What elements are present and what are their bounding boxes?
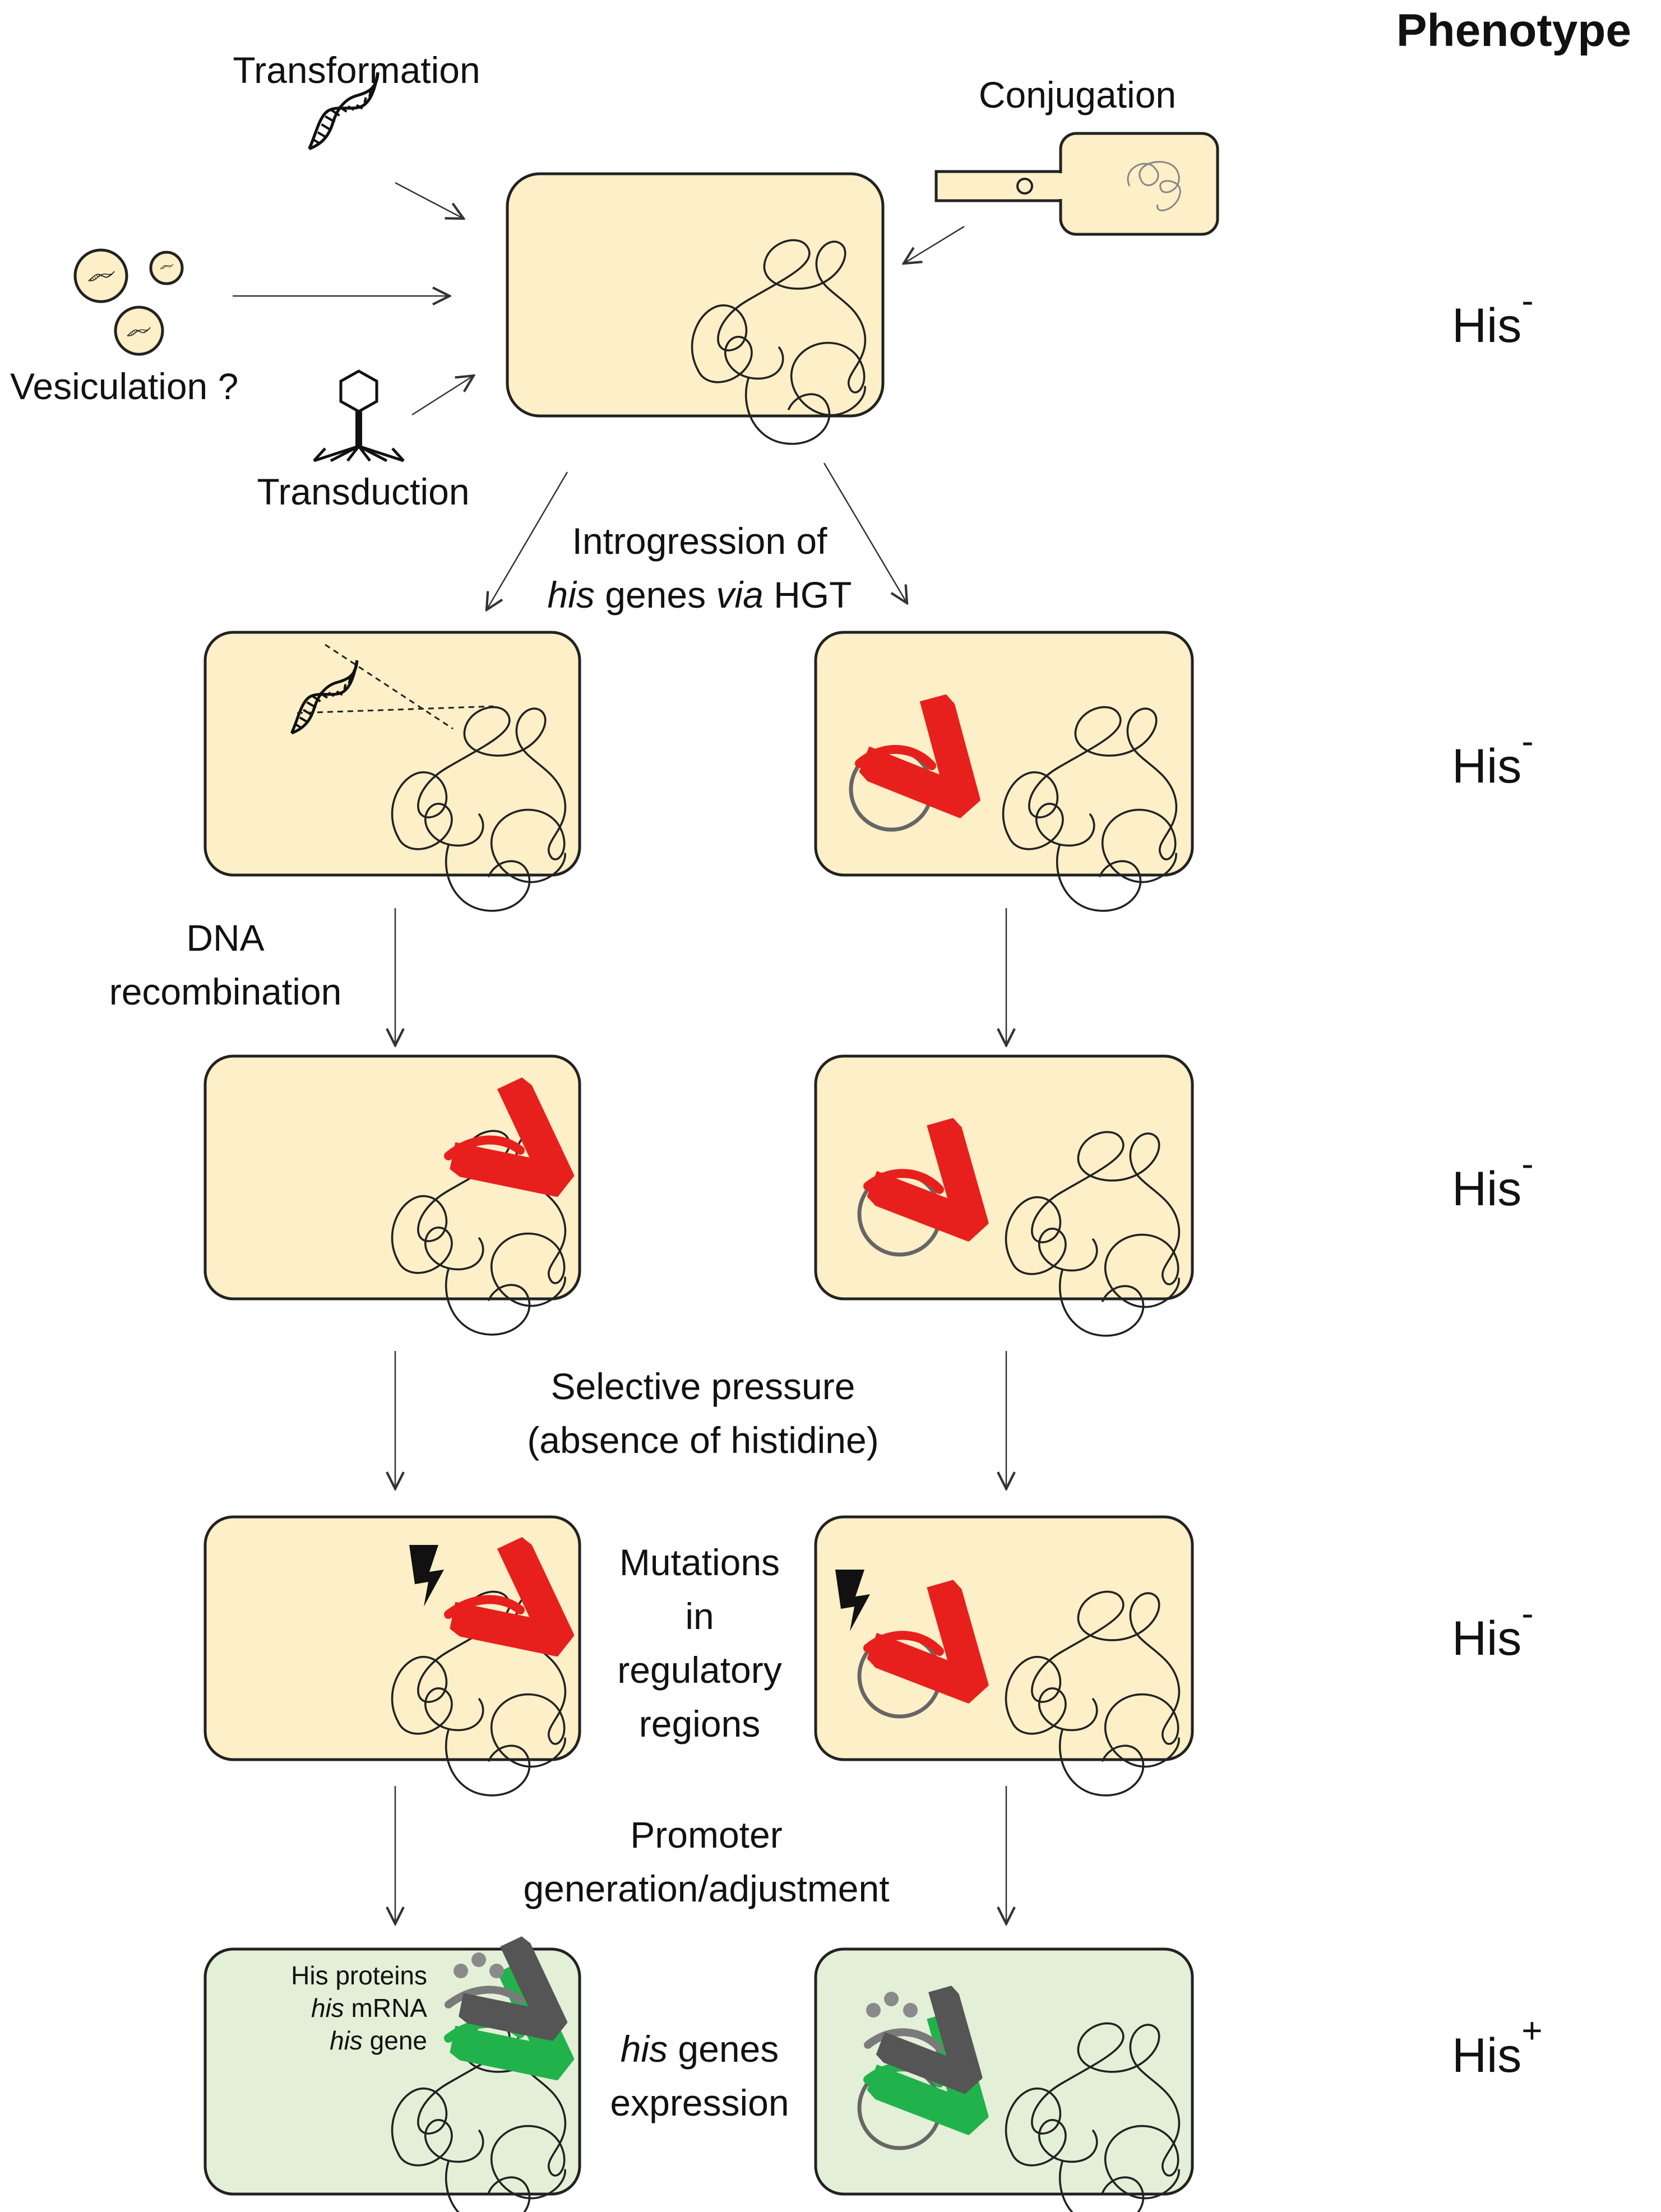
- vesicle-icon: [73, 248, 184, 356]
- bacteriophage-icon: [313, 369, 405, 462]
- expression-label-line1: his genes: [621, 2028, 779, 2070]
- transduction-label: Transduction: [257, 471, 469, 512]
- cell-row1-left-incoming-dna: [203, 631, 581, 912]
- his-gene-arrow: [444, 1599, 520, 1614]
- selective-label-line2: (absence of histidine): [527, 1419, 878, 1461]
- phenotype-row1: His-: [1452, 280, 1534, 353]
- mutations-label-line4: regions: [639, 1703, 760, 1744]
- cell-row4-right-expressing: [814, 1947, 1194, 2212]
- vesiculation-label: Vesiculation ?: [10, 365, 238, 407]
- cell-row3-left-mutated: [203, 1515, 581, 1797]
- mutations-label-line2: in: [685, 1595, 714, 1637]
- cell-row2-left-integrated: [203, 1054, 581, 1336]
- arrow-transformation: [395, 182, 464, 219]
- legend-his-proteins: His proteins: [291, 1961, 427, 1990]
- mutations-label-line1: Mutations: [619, 1542, 780, 1583]
- expression-label-line2: expression: [610, 2082, 789, 2123]
- arrow-introgression-right: [823, 462, 907, 603]
- recombination-label-line1: DNA: [186, 917, 264, 959]
- his-protein-dots: [866, 1992, 918, 2017]
- conjugation-pilus-icon: [934, 132, 1219, 236]
- arrow-introgression-left: [487, 471, 568, 610]
- cell-row3-right-mutated: [814, 1515, 1194, 1797]
- recombination-label-line2: recombination: [109, 971, 342, 1012]
- mutations-label-line3: regulatory: [617, 1649, 782, 1691]
- transformation-label: Transformation: [233, 49, 480, 91]
- conjugation-label: Conjugation: [979, 74, 1176, 115]
- phenotype-row5: His+: [1452, 2010, 1543, 2083]
- promoter-label-line2: generation/adjustment: [523, 1868, 889, 1909]
- introgression-label-line2: his genes via HGT: [548, 574, 852, 616]
- cell-row1-right-plasmid: [814, 631, 1194, 912]
- his-gene-arrow: [855, 749, 932, 766]
- selective-label-line1: Selective pressure: [551, 1366, 855, 1407]
- his-gene-arrow: [444, 1140, 520, 1156]
- introgression-label-line1: Introgression of: [572, 520, 828, 562]
- his-gene-arrow: [863, 1173, 940, 1190]
- legend-his-mrna: his mRNA: [311, 1993, 427, 2023]
- recipient-cell: [506, 172, 885, 445]
- arrow-transduction: [411, 376, 474, 416]
- phenotype-row4: His-: [1452, 1593, 1534, 1665]
- his-gene-arrow: [863, 1635, 940, 1651]
- cell-row4-left-expressing: His proteins his mRNA his gene: [203, 1949, 581, 2212]
- his-mrna-arrow: [445, 1989, 520, 2005]
- his-mrna-arrow: [864, 2032, 940, 2048]
- phenotype-row3: His-: [1452, 1144, 1534, 1216]
- phenotype-row2: His-: [1452, 721, 1534, 793]
- phenotype-title: Phenotype: [1396, 5, 1631, 56]
- promoter-label-line1: Promoter: [630, 1814, 782, 1855]
- arrow-conjugation: [904, 225, 965, 263]
- his-protein-dots: [454, 1952, 504, 1978]
- cell-row2-right-plasmid: [814, 1054, 1194, 1337]
- legend-his-gene: his gene: [330, 2026, 427, 2055]
